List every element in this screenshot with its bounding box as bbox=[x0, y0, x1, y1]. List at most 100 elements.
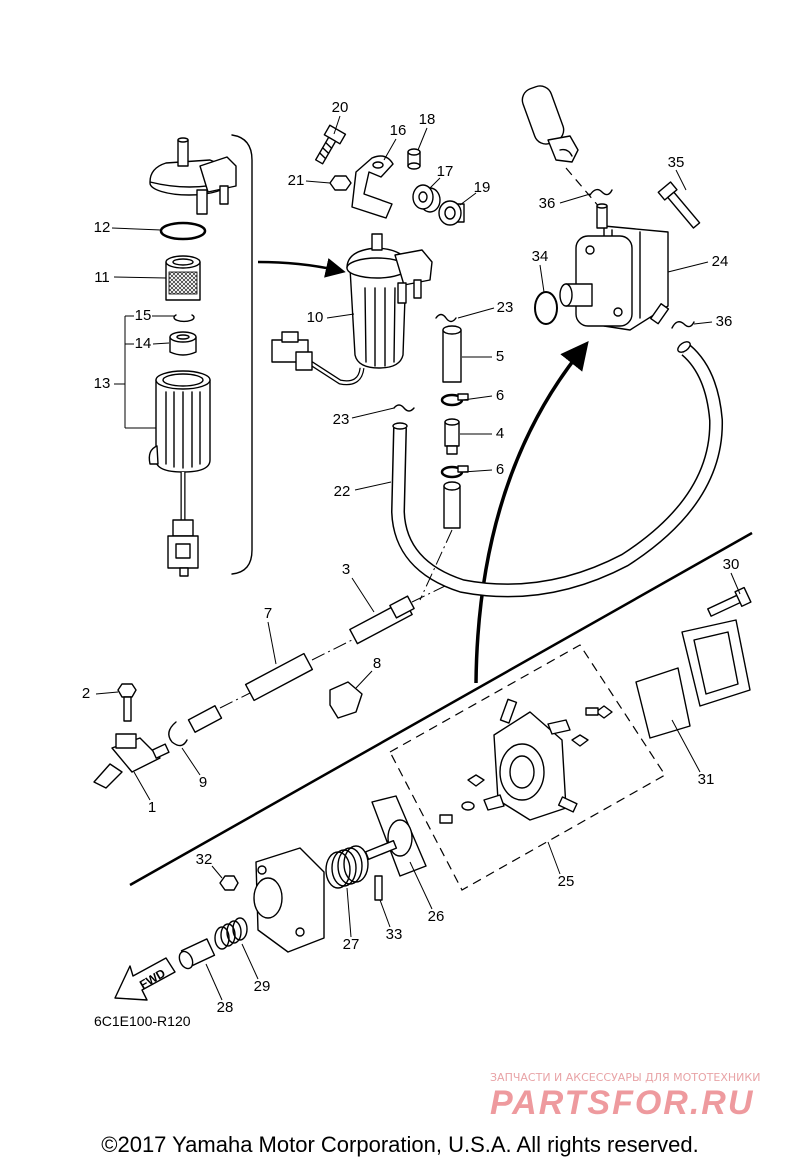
hex-nut bbox=[329, 175, 352, 191]
detail-bracket bbox=[231, 134, 253, 575]
press-guide-line bbox=[565, 167, 601, 209]
filter-cup bbox=[148, 370, 211, 577]
pump-spring-large bbox=[325, 845, 369, 889]
callout-18: 18 bbox=[419, 111, 436, 128]
callout-11: 11 bbox=[94, 269, 110, 286]
plunger bbox=[178, 938, 216, 970]
leader-lines bbox=[95, 115, 741, 1001]
fuel-hose bbox=[390, 341, 724, 598]
callout-35: 35 bbox=[668, 154, 685, 171]
callout-27: 27 bbox=[343, 936, 360, 953]
diaphragm-plate bbox=[364, 795, 427, 877]
fuel-hose-3 bbox=[349, 595, 415, 645]
callout-8: 8 bbox=[373, 655, 381, 672]
fuel-cock bbox=[93, 733, 170, 789]
callout-1: 1 bbox=[148, 799, 156, 816]
hose-clip-lower bbox=[393, 404, 415, 412]
callout-9: 9 bbox=[199, 774, 207, 791]
callout-23-upper: 23 bbox=[497, 299, 514, 316]
callout-28: 28 bbox=[217, 999, 234, 1016]
callout-16: 16 bbox=[390, 122, 407, 139]
pump-body bbox=[253, 847, 325, 953]
callout-21: 21 bbox=[288, 172, 305, 189]
callout-30: 30 bbox=[723, 556, 740, 573]
hose-joint bbox=[444, 418, 460, 455]
callout-34: 34 bbox=[532, 248, 549, 265]
detail-arrow bbox=[257, 258, 346, 278]
diagram-code: 6C1E100-R120 bbox=[94, 1013, 191, 1029]
watermark-tagline: ЗАПЧАСТИ И АКСЕССУАРЫ ДЛЯ МОТОТЕХНИКИ bbox=[490, 1071, 760, 1084]
centerline bbox=[411, 585, 446, 603]
hose-segment-short bbox=[187, 705, 223, 733]
lower-hose-piece bbox=[443, 481, 461, 529]
callout-17: 17 bbox=[437, 163, 454, 180]
filter-element bbox=[165, 255, 201, 301]
cover-bolt bbox=[707, 586, 752, 617]
o-ring bbox=[159, 221, 207, 241]
rubber-damper bbox=[407, 148, 421, 170]
forward-direction-arrow: FWD bbox=[114, 957, 176, 1001]
callout-25: 25 bbox=[558, 873, 575, 890]
callout-24: 24 bbox=[712, 253, 729, 270]
callout-33: 33 bbox=[386, 926, 403, 943]
centerline bbox=[311, 639, 353, 661]
callout-6-upper: 6 bbox=[496, 387, 504, 404]
fuel-filter-assembly bbox=[271, 233, 433, 386]
hand-press-icon bbox=[521, 85, 579, 163]
watermark-brand-logo: PARTSFOR.RU bbox=[490, 1084, 754, 1122]
filter-collar bbox=[169, 331, 197, 356]
callout-19: 19 bbox=[474, 179, 491, 196]
fuel-cock-bolt bbox=[117, 683, 137, 722]
callout-6-lower: 6 bbox=[496, 461, 504, 478]
callout-23-lower: 23 bbox=[333, 411, 350, 428]
hose-clip bbox=[435, 313, 457, 323]
fuel-pump bbox=[559, 203, 670, 331]
fuel-hose-7 bbox=[244, 652, 314, 702]
pump-clip-lower bbox=[671, 321, 695, 329]
short-hose bbox=[442, 325, 462, 383]
callout-32: 32 bbox=[196, 851, 213, 868]
hose-clip-8 bbox=[329, 681, 363, 719]
callout-7: 7 bbox=[264, 605, 272, 622]
circlip bbox=[173, 314, 195, 323]
pump-clip-upper bbox=[589, 188, 613, 196]
pin bbox=[374, 875, 383, 901]
pump-housing bbox=[493, 698, 578, 821]
callout-14: 14 bbox=[135, 335, 152, 352]
collar bbox=[438, 200, 465, 226]
section-divider-line bbox=[129, 531, 753, 887]
pump-small-parts bbox=[439, 705, 613, 824]
retaining-clip bbox=[168, 721, 188, 747]
pump-cover bbox=[681, 619, 751, 707]
copyright-notice: ©2017 Yamaha Motor Corporation, U.S.A. A… bbox=[101, 1132, 698, 1157]
callout-3: 3 bbox=[342, 561, 350, 578]
callout-4: 4 bbox=[496, 425, 504, 442]
filter-housing-cap bbox=[149, 137, 237, 215]
assembly-arrow bbox=[474, 341, 589, 684]
callout-31: 31 bbox=[698, 771, 715, 788]
callout-22: 22 bbox=[334, 483, 351, 500]
callout-29: 29 bbox=[254, 978, 271, 995]
callout-12: 12 bbox=[94, 219, 111, 236]
callout-13: 13 bbox=[94, 375, 111, 392]
grommet bbox=[412, 184, 441, 213]
centerline bbox=[219, 691, 253, 709]
pump-bolt bbox=[657, 181, 701, 229]
centerline bbox=[419, 529, 453, 601]
callout-26: 26 bbox=[428, 908, 445, 925]
pump-spring-small bbox=[214, 917, 248, 950]
pump-o-ring bbox=[534, 291, 558, 325]
callout-labels: 20 16 18 17 19 21 12 11 15 14 13 10 23 5… bbox=[82, 99, 740, 1016]
callout-2: 2 bbox=[82, 685, 90, 702]
bracket-bolt bbox=[314, 124, 347, 165]
gasket bbox=[635, 667, 691, 739]
mounting-bracket bbox=[351, 155, 394, 219]
callout-20: 20 bbox=[332, 99, 349, 116]
pump-nut bbox=[219, 875, 239, 891]
callout-36-upper: 36 bbox=[539, 195, 556, 212]
callout-36-lower: 36 bbox=[716, 313, 733, 330]
callout-15: 15 bbox=[135, 307, 152, 324]
callout-10: 10 bbox=[307, 309, 324, 326]
callout-5: 5 bbox=[496, 348, 504, 365]
